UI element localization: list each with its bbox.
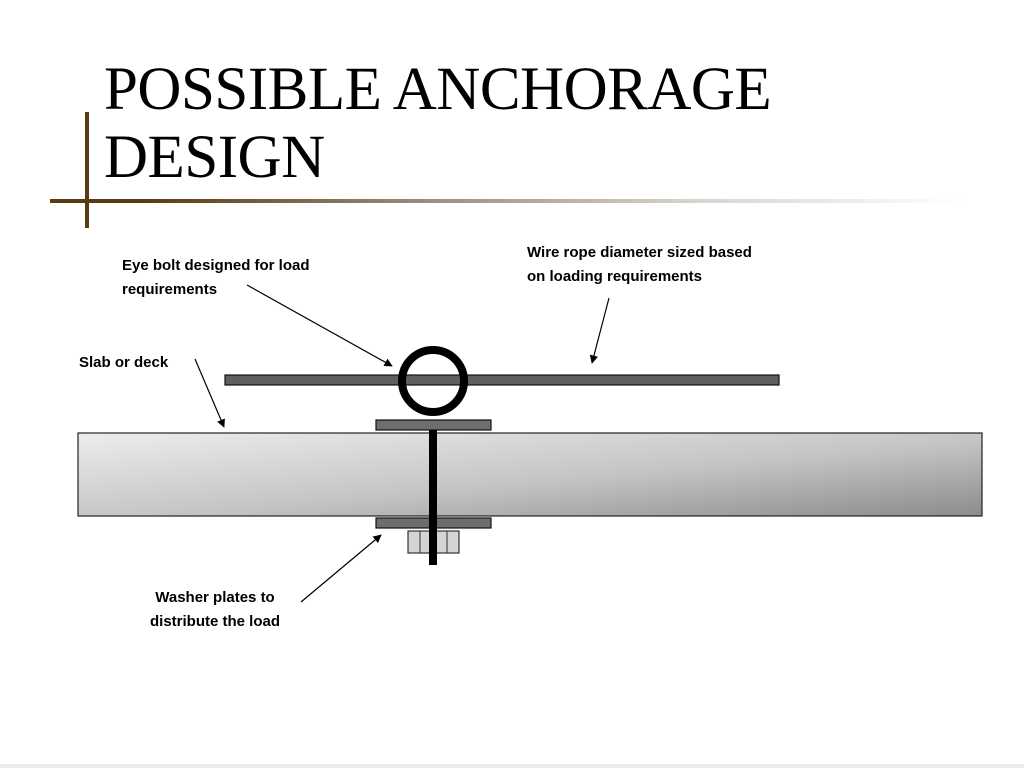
eye-bolt-label-line-1: Eye bolt designed for load: [122, 257, 310, 274]
eye-bolt-pointer-arrow: [246, 284, 393, 367]
title-accent-horizontal-line: [50, 199, 964, 203]
washer-label: Washer plates to distribute the load: [140, 586, 290, 634]
title-accent-vertical-line: [85, 112, 89, 228]
wire-rope-label-line-2: on loading requirements: [527, 268, 703, 285]
wire-rope-pointer-arrow: [589, 297, 610, 364]
eye-bolt-label: Eye bolt designed for load requirements: [122, 254, 310, 302]
washer-plate-top: [375, 419, 492, 431]
slide-title-line-1: POSSIBLE ANCHORAGE: [104, 56, 772, 123]
footer-bar: [0, 764, 1024, 768]
slab-label: Slab or deck: [79, 351, 168, 375]
wire-rope: [224, 374, 780, 386]
bolt-shank: [429, 430, 437, 565]
slide-title: POSSIBLE ANCHORAGE DESIGN: [104, 56, 964, 192]
wire-rope-label: Wire rope diameter sized based on loadin…: [527, 241, 752, 289]
slide-title-line-2: DESIGN: [104, 124, 325, 191]
slab-label-line-1: Slab or deck: [79, 354, 169, 371]
slab-deck: [77, 432, 983, 517]
washer-pointer-arrow: [300, 534, 382, 603]
wire-rope-label-line-1: Wire rope diameter sized based: [527, 244, 752, 261]
washer-label-line-1: Washer plates to: [155, 589, 275, 606]
eye-bolt-label-line-2: requirements: [122, 281, 218, 298]
slab-pointer-arrow: [194, 358, 225, 428]
washer-label-line-2: distribute the load: [149, 613, 280, 630]
eye-bolt-ring: [398, 346, 468, 416]
